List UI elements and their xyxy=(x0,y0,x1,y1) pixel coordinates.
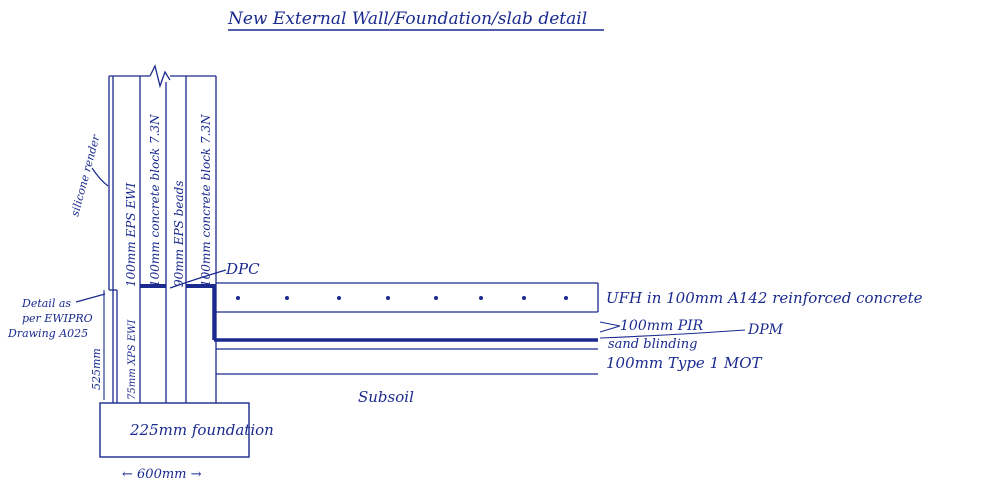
detail-note-line3: Drawing A025 xyxy=(7,327,88,340)
wall-layer-eps-beads: 90mm EPS beads xyxy=(172,181,186,288)
foundation-block xyxy=(99,402,250,458)
wall-outline xyxy=(108,64,217,290)
wall-below-dpc xyxy=(109,289,217,403)
detail-note-arrow xyxy=(75,293,106,303)
subsoil-label: Subsoil xyxy=(358,388,414,406)
dpc-arrow xyxy=(169,269,227,289)
pir-label: 100mm PIR xyxy=(620,318,704,334)
pir-arrow xyxy=(599,321,621,333)
drawing-title: New External Wall/Foundation/slab detail xyxy=(227,9,587,29)
dpc-label: DPC xyxy=(225,260,260,278)
type1-mot-label: 100mm Type 1 MOT xyxy=(606,354,763,372)
foundation-label: 225mm foundation xyxy=(129,421,274,439)
sand-blinding-label: sand blinding xyxy=(608,337,697,352)
wall-layer-outer-block: 100mm concrete block 7.3N xyxy=(199,114,213,287)
depth-dimension-label: 525mm xyxy=(90,348,103,390)
ufh-concrete-label: UFH in 100mm A142 reinforced concrete xyxy=(606,289,923,307)
silicone-render-arrow xyxy=(91,167,109,187)
wall-layer-inner-block: 100mm concrete block 7.3N xyxy=(148,114,162,287)
ufh-pipes xyxy=(236,296,568,300)
dpm-label: DPM xyxy=(747,322,784,338)
width-dimension-label: ← 600mm → xyxy=(122,467,202,482)
floor-slab xyxy=(216,282,599,375)
wall-layer-eps-ewi: 100mm EPS EWI xyxy=(124,183,138,287)
dpm-arrow xyxy=(599,329,746,339)
detail-note-line2: per EWIPRO xyxy=(22,312,93,325)
xps-ewi-label: 75mm XPS EWI xyxy=(127,319,138,400)
detail-note-line1: Detail as xyxy=(21,297,71,310)
